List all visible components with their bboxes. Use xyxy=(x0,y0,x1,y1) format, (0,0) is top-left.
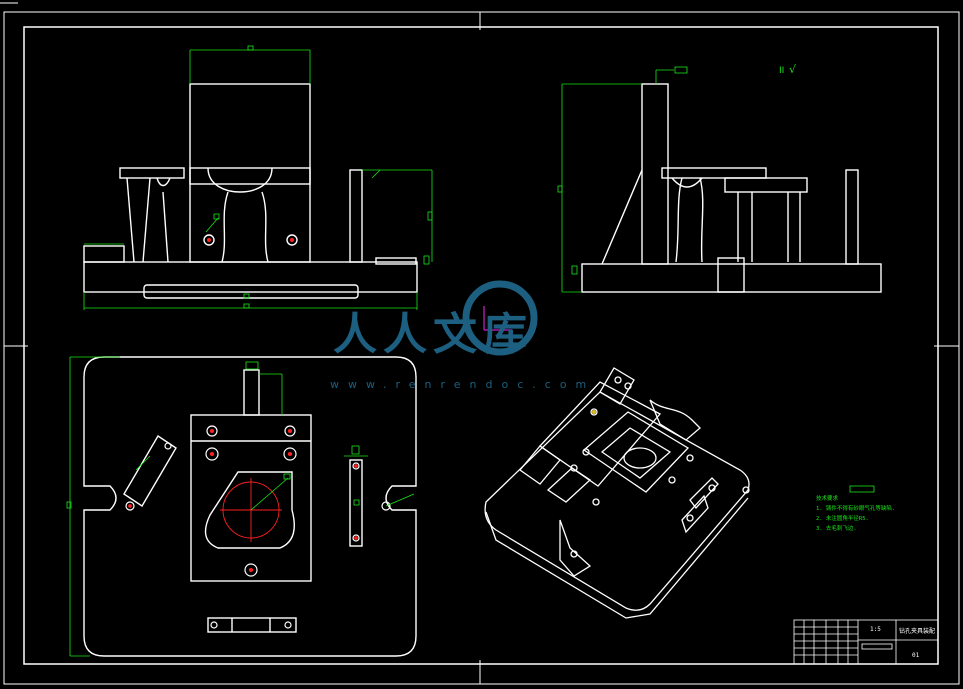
title-block-sheet: 01 xyxy=(912,652,920,659)
technical-requirement-item: 2. 未注圆角半径R5. xyxy=(816,516,869,522)
plan-view-dimensions xyxy=(66,356,415,657)
title-block-drawing-name: 钻孔夹具装配 xyxy=(899,628,936,635)
technical-requirements-heading: 技术要求 xyxy=(816,496,839,502)
plan-view-holes xyxy=(125,425,391,629)
title-block xyxy=(793,619,939,665)
side-view xyxy=(581,83,882,293)
front-view-dimensions xyxy=(83,45,433,310)
title-block-scale: 1:5 xyxy=(870,626,881,633)
watermark-brand: 人人文库 xyxy=(333,309,533,360)
surface-check-mark: √ xyxy=(789,63,797,76)
isometric-view xyxy=(484,367,750,619)
plan-view-center-lines xyxy=(128,428,358,573)
watermark-url: www.renrendoc.com xyxy=(330,378,596,391)
plan-view xyxy=(83,356,417,657)
technical-requirements: 技术要求 1. 铸件不得有砂眼气孔等缺陷. 2. 未注圆角半径R5. 3. 去毛… xyxy=(816,494,895,534)
sheet-outer-border xyxy=(3,11,960,685)
watermark-logo xyxy=(462,280,538,356)
front-view xyxy=(83,83,418,299)
surface-finish-mark: II xyxy=(779,66,784,76)
notes-heading-box xyxy=(849,485,875,493)
technical-requirement-item: 3. 去毛刺飞边. xyxy=(816,526,857,532)
technical-requirement-item: 1. 铸件不得有砂眼气孔等缺陷. xyxy=(816,506,896,512)
side-view-dimensions xyxy=(557,66,688,293)
iso-highlight-hole xyxy=(592,410,596,414)
